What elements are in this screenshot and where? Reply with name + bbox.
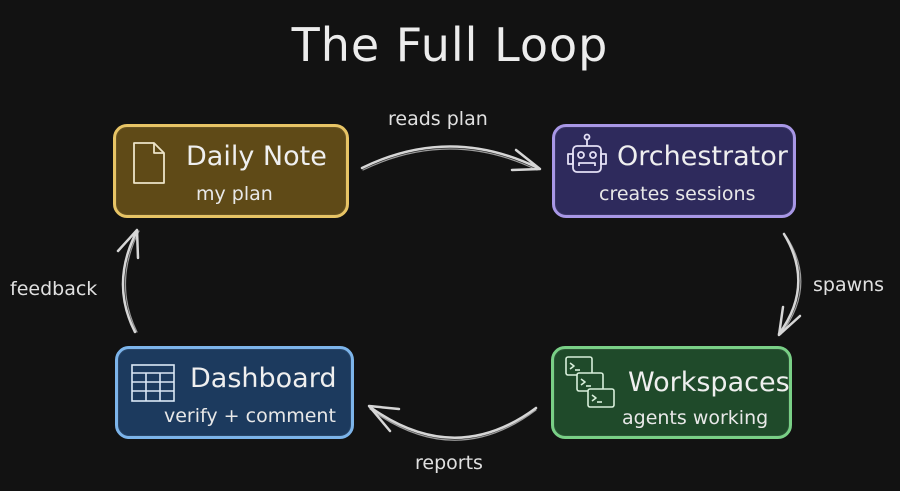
node-subtitle: verify + comment (164, 405, 336, 427)
node-subtitle: agents working (622, 407, 769, 429)
edge-spawns-arrow (777, 232, 802, 337)
edge-feedback-arrow (116, 228, 140, 334)
edge-reads-plan-arrow (360, 145, 542, 172)
node-workspaces[interactable]: Workspaces agents working (551, 346, 792, 439)
robot-icon (567, 133, 607, 173)
edge-label-feedback: feedback (10, 278, 98, 300)
document-icon (133, 142, 165, 184)
node-orchestrator[interactable]: Orchestrator creates sessions (552, 124, 796, 218)
table-icon (131, 364, 175, 402)
node-subtitle: my plan (196, 183, 273, 205)
node-title: Dashboard (190, 363, 337, 394)
node-subtitle: creates sessions (599, 183, 756, 205)
node-title: Orchestrator (617, 141, 788, 172)
diagram-title: The Full Loop (291, 18, 609, 72)
node-daily-note[interactable]: Daily Note my plan (113, 124, 349, 218)
terminal-windows-icon (565, 356, 615, 408)
edge-reports-arrow (367, 404, 538, 441)
node-title: Workspaces (628, 367, 790, 398)
edge-label-reports: reports (415, 452, 483, 474)
edge-label-reads-plan: reads plan (388, 108, 488, 130)
node-title: Daily Note (186, 141, 327, 172)
node-dashboard[interactable]: Dashboard verify + comment (115, 346, 354, 439)
edge-label-spawns: spawns (813, 274, 885, 296)
